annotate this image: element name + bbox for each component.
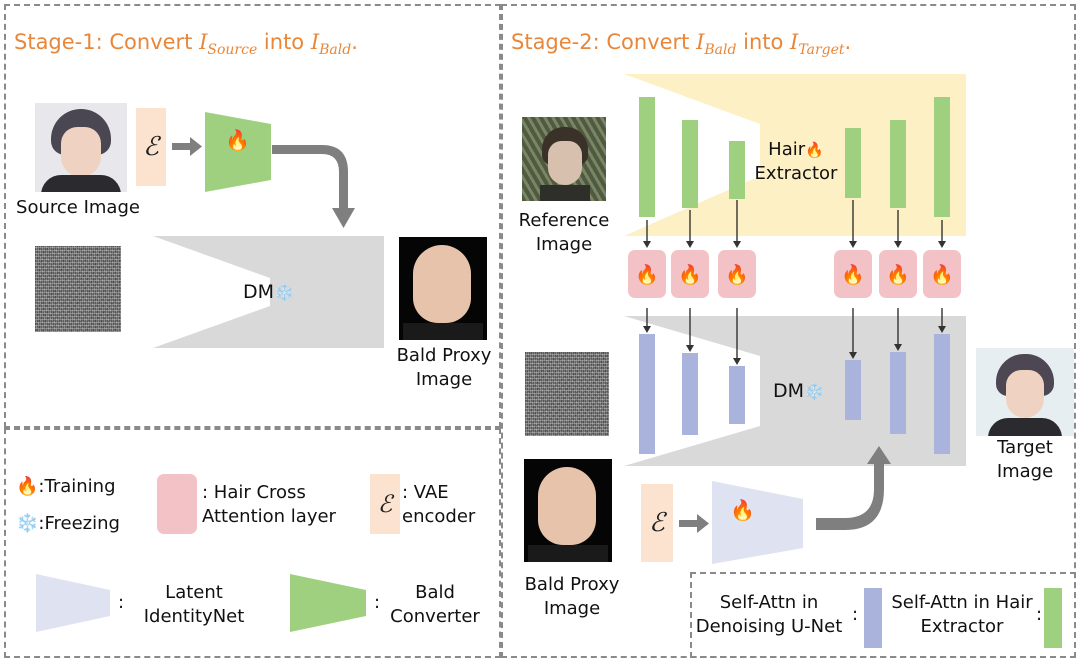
legend-colon-1: : — [118, 592, 125, 613]
unet-self-attn-2 — [682, 353, 698, 435]
fire-icon: 🔥 — [886, 263, 910, 286]
stage1-dm-shape — [153, 236, 384, 348]
stage1-panel — [4, 4, 501, 428]
fire-icon: 🔥 — [635, 263, 659, 286]
bald-proxy-image-stage2 — [524, 459, 612, 562]
legend-colon-2: : — [374, 592, 381, 613]
stage1-title: Stage-1: Convert ISource into IBald. — [14, 30, 358, 59]
fire-icon: 🔥 — [16, 476, 39, 497]
stage2-dm-shape — [624, 316, 966, 466]
self-attn-legend-box — [690, 572, 1076, 658]
hair-extractor-self-attn-5 — [890, 120, 906, 208]
legend-colon-3: : — [852, 604, 859, 625]
target-image-label: Target Image — [996, 437, 1054, 482]
unet-self-attn-6 — [934, 334, 950, 454]
legend-vae-encoder-swatch: ℰ — [370, 474, 400, 534]
hair-extractor-self-attn-2 — [682, 120, 698, 208]
legend-latent-identitynet-label: Latent IdentityNet — [143, 582, 245, 627]
hair-cross-attention-layer-5: 🔥 — [879, 250, 917, 298]
latent-identitynet-shape — [712, 481, 803, 564]
hair-extractor-label: Hair🔥 Extractor — [754, 139, 838, 184]
snowflake-icon: ❄️ — [804, 382, 824, 401]
fire-icon: 🔥 — [730, 498, 755, 522]
connector-arrows — [643, 200, 946, 365]
hair-extractor-shape — [624, 74, 966, 236]
fire-icon: 🔥 — [678, 263, 702, 286]
legend-green-bar-swatch — [1044, 588, 1062, 648]
legend-vae-label: : VAE encoder — [402, 482, 476, 527]
fire-icon: 🔥 — [225, 128, 250, 152]
stage2-arrows — [679, 446, 891, 533]
legend-colon-4: : — [1036, 604, 1043, 625]
snowflake-icon: ❄️ — [274, 283, 294, 302]
reference-image-label: Reference Image — [518, 210, 610, 255]
unet-self-attn-1 — [639, 334, 655, 454]
hair-extractor-self-attn-3 — [729, 141, 745, 199]
stage1-dm-label: DM❄️ — [243, 281, 294, 303]
hair-cross-attention-layer-6: 🔥 — [923, 250, 961, 298]
stage1-bald-converter-shape — [205, 112, 271, 192]
legend-latent-identitynet-shape — [36, 574, 110, 632]
bald-proxy-label-stage2: Bald Proxy Image — [524, 574, 620, 619]
stage2-title: Stage-2: Convert IBald into ITarget. — [511, 30, 852, 59]
stage1-arrows — [172, 137, 355, 228]
target-image — [976, 348, 1074, 436]
stage1-noise-image — [35, 246, 121, 332]
hair-extractor-self-attn-4 — [845, 128, 861, 198]
legend-freezing: ❄️:Freezing — [16, 513, 120, 534]
self-attn-extractor-label: Self-Attn in Hair Extractor — [891, 592, 1033, 637]
legend-hair-cross-attn-swatch — [157, 474, 197, 534]
legend-bald-converter-shape — [290, 574, 366, 632]
legend-hair-cross-attn-label: : Hair Cross Attention layer — [202, 482, 336, 527]
fire-icon: 🔥 — [805, 141, 824, 159]
fire-icon: 🔥 — [841, 263, 865, 286]
hair-cross-attention-layer-4: 🔥 — [834, 250, 872, 298]
fire-icon: 🔥 — [930, 263, 954, 286]
stage2-vae-encoder: ℰ — [641, 484, 673, 562]
fire-icon: 🔥 — [725, 263, 749, 286]
hair-extractor-self-attn-6 — [934, 97, 950, 217]
self-attn-unet-label: Self-Attn in Denoising U-Net — [695, 592, 843, 637]
bald-proxy-image-stage1 — [399, 237, 487, 340]
source-image — [35, 103, 127, 192]
encoder-symbol: ℰ — [377, 490, 393, 518]
legend-blue-bar-swatch — [864, 588, 882, 648]
source-image-label: Source Image — [16, 197, 140, 218]
stage1-vae-encoder: ℰ — [136, 108, 166, 186]
bald-proxy-label-stage1: Bald Proxy Image — [396, 345, 492, 390]
unet-self-attn-3 — [729, 366, 745, 424]
hair-cross-attention-layer-2: 🔥 — [671, 250, 709, 298]
snowflake-icon: ❄️ — [16, 513, 39, 534]
legend-panel — [4, 428, 501, 658]
hair-cross-attention-layer-1: 🔥 — [628, 250, 666, 298]
legend-training: 🔥:Training — [16, 476, 116, 497]
hair-extractor-self-attn-1 — [639, 97, 655, 217]
unet-self-attn-5 — [890, 352, 906, 434]
encoder-symbol: ℰ — [143, 132, 159, 162]
stage2-noise-image — [525, 352, 609, 436]
legend-bald-converter-label: Bald Converter — [390, 582, 480, 627]
stage2-dm-label: DM❄️ — [773, 380, 824, 402]
hair-cross-attention-layer-3: 🔥 — [718, 250, 756, 298]
encoder-symbol: ℰ — [649, 508, 665, 538]
reference-image — [522, 117, 606, 201]
unet-self-attn-4 — [845, 360, 861, 420]
